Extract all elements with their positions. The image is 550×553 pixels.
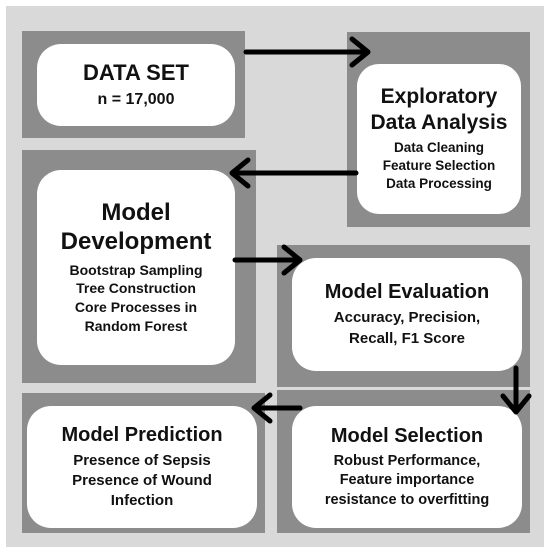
development-detail-1: Bootstrap Sampling: [69, 261, 203, 278]
prediction-title: Model Prediction: [61, 423, 223, 446]
eda-title-line-2: Data Analysis: [370, 110, 508, 134]
development-title-line-1: Model: [101, 198, 171, 226]
selection-detail-1: Robust Performance,: [333, 452, 481, 469]
selection-card: Model Selection Robust Performance, Feat…: [292, 406, 522, 528]
selection-detail-3: resistance to overfitting: [324, 491, 490, 508]
development-detail-4: Random Forest: [84, 318, 188, 335]
evaluation-detail-2: Recall, F1 Score: [349, 329, 465, 347]
eda-detail-2: Feature Selection: [382, 158, 496, 174]
evaluation-detail-1: Accuracy, Precision,: [333, 309, 481, 327]
development-detail-2: Tree Construction: [76, 280, 196, 297]
development-title-line-2: Development: [60, 227, 212, 255]
evaluation-title: Model Evaluation: [324, 281, 490, 304]
eda-card: Exploratory Data Analysis Data Cleaning …: [357, 64, 521, 214]
arrow-eda-to-development: [229, 157, 359, 189]
eda-title-line-1: Exploratory: [380, 85, 498, 109]
selection-detail-2: Feature importance: [339, 472, 475, 489]
dataset-title: DATA SET: [83, 59, 189, 85]
prediction-detail-2: Presence of Wound: [72, 471, 212, 489]
arrow-evaluation-to-selection: [500, 365, 532, 415]
arrow-dataset-to-eda: [243, 36, 371, 68]
dataset-detail: n = 17,000: [97, 90, 175, 108]
arrow-development-to-evaluation: [232, 244, 303, 276]
prediction-detail-1: Presence of Sepsis: [73, 451, 211, 469]
eda-detail-1: Data Cleaning: [393, 139, 485, 155]
development-card: Model Development Bootstrap Sampling Tre…: [37, 170, 235, 365]
dataset-card: DATA SET n = 17,000: [37, 44, 235, 126]
prediction-card: Model Prediction Presence of Sepsis Pres…: [27, 406, 257, 528]
arrow-selection-to-prediction: [251, 392, 303, 424]
prediction-detail-3: Infection: [110, 492, 174, 510]
evaluation-card: Model Evaluation Accuracy, Precision, Re…: [292, 258, 522, 371]
development-detail-3: Core Processes in: [74, 299, 198, 316]
eda-detail-3: Data Processing: [386, 176, 492, 192]
selection-title: Model Selection: [330, 424, 484, 447]
